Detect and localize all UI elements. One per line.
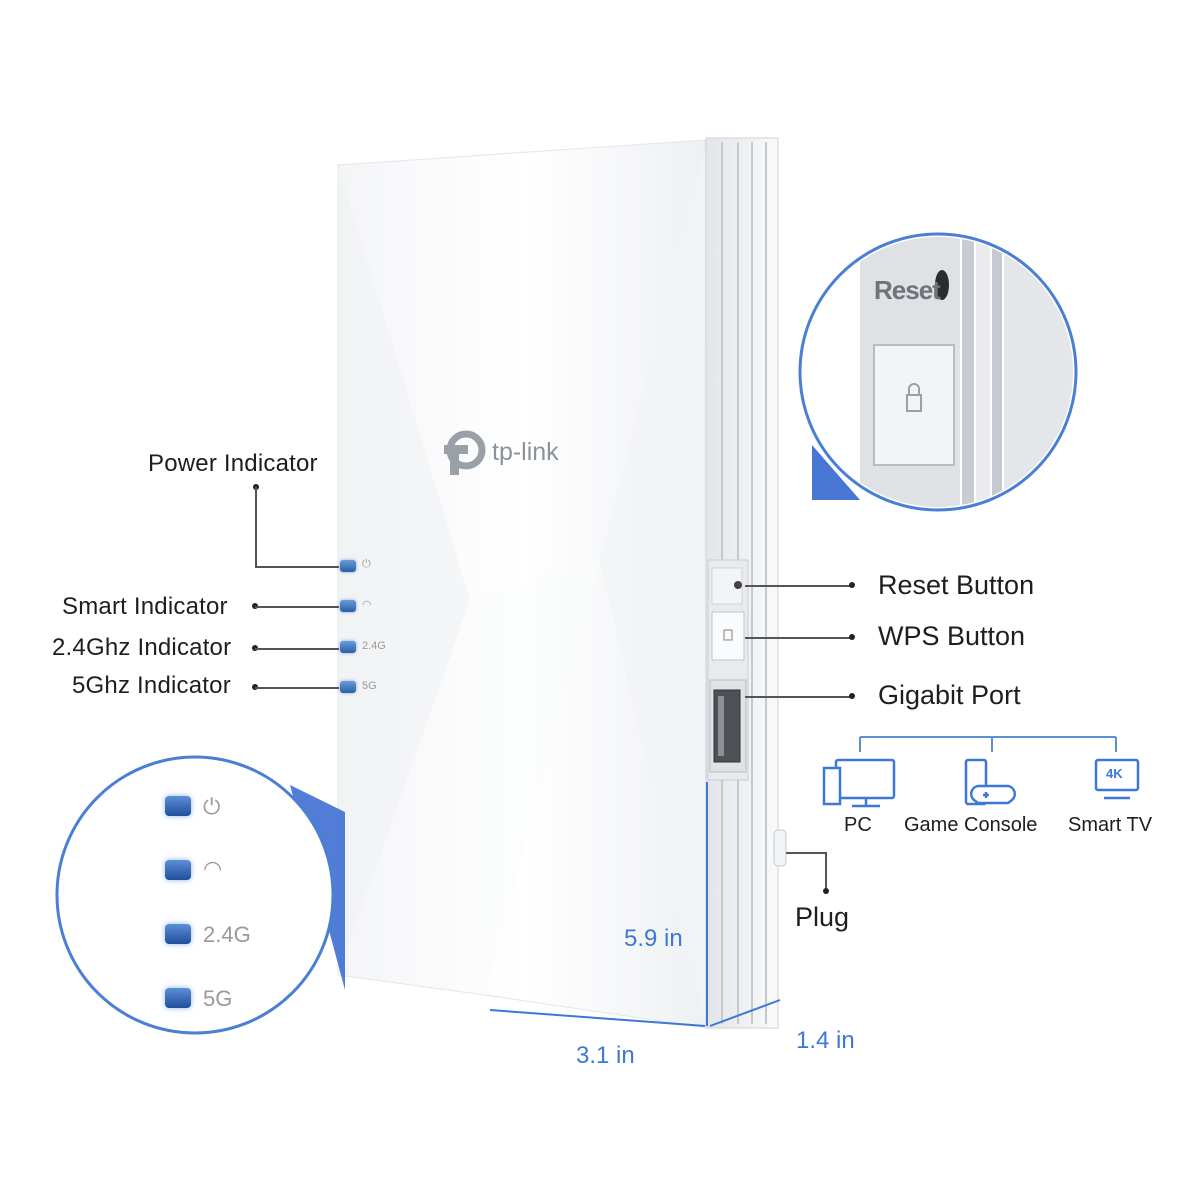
power-leader-line: [255, 487, 257, 567]
smart-tv-4k-badge: 4K: [1106, 766, 1123, 781]
zoom-band5-led: [165, 988, 191, 1008]
brand-logo-text: tp-link: [492, 438, 559, 466]
power-icon: ⏻: [362, 558, 371, 570]
wps-button-label: WPS Button: [878, 621, 1026, 651]
wps-leader-dot: [849, 634, 855, 640]
game-console-icon: [964, 758, 1017, 806]
band5-led: [340, 681, 356, 693]
reset-leader-line: [745, 585, 851, 587]
power-leader-line-h: [255, 566, 339, 568]
power-indicator-label: Power Indicator: [148, 450, 318, 477]
plug-leader-line: [786, 852, 826, 854]
zoom-reset-text: Reset: [874, 275, 941, 305]
port-leader-dot: [849, 693, 855, 699]
power-led: [340, 560, 356, 572]
band24-led-label: 2.4G: [362, 640, 386, 652]
depth-dimension: 1.4 in: [796, 1027, 855, 1054]
reset-button-label: Reset Button: [878, 570, 1035, 600]
smart-led: [340, 600, 356, 612]
reset-leader-dot: [849, 582, 855, 588]
tp-link-logo-icon: [444, 430, 486, 475]
device-label-game-console: Game Console: [904, 814, 1038, 836]
wps-leader-line: [745, 637, 851, 639]
plug-leader-dot: [823, 888, 829, 894]
pc-icon: [822, 758, 896, 808]
band5-indicator-label: 5Ghz Indicator: [72, 672, 231, 699]
band24-led: [340, 641, 356, 653]
smart-tv-icon: [1094, 758, 1140, 800]
device-label-smart-tv: Smart TV: [1068, 814, 1153, 836]
wifi-icon: ◠: [362, 599, 372, 611]
zoom-power-led: [165, 796, 191, 816]
zoom-band24-led: [165, 924, 191, 944]
device-label-pc: PC: [844, 814, 872, 836]
zoom-band24-label: 2.4G: [203, 922, 251, 947]
zoom-power-icon: ⏻: [203, 794, 221, 819]
band24-indicator-label: 2.4Ghz Indicator: [52, 634, 232, 661]
height-dimension: 5.9 in: [624, 925, 683, 952]
smart-indicator-label: Smart Indicator: [62, 593, 228, 620]
band24-leader-line: [255, 648, 339, 650]
band5-led-label: 5G: [362, 680, 377, 692]
zoom-smart-led: [165, 860, 191, 880]
gigabit-port-label: Gigabit Port: [878, 680, 1021, 710]
width-dimension: 3.1 in: [576, 1042, 635, 1069]
band5-leader-line: [255, 687, 339, 689]
smart-leader-line: [255, 606, 339, 608]
zoom-band5-label: 5G: [203, 986, 233, 1011]
plug-label: Plug: [795, 902, 850, 932]
port-leader-line: [745, 696, 851, 698]
plug-leader-line-v: [825, 852, 827, 890]
zoom-wifi-icon: ◠: [203, 856, 223, 881]
